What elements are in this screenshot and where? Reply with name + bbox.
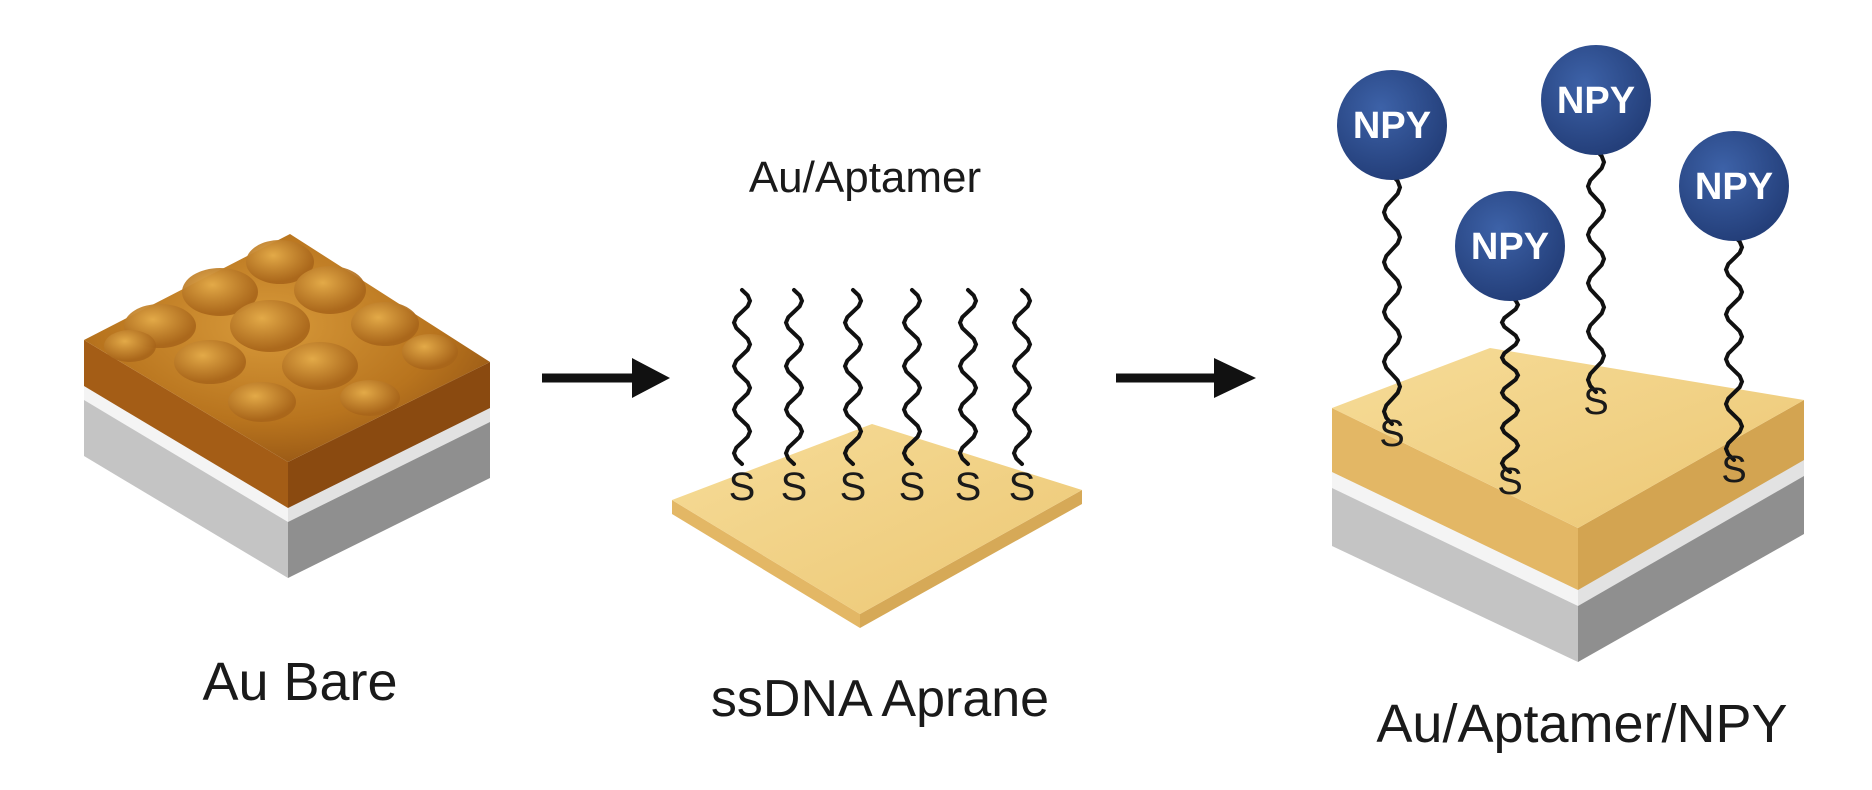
substrate-right-face-3 bbox=[1578, 474, 1804, 662]
substrate-left-face-3 bbox=[1332, 486, 1578, 662]
aptamer-electrode bbox=[672, 424, 1082, 628]
ssdna-strand bbox=[783, 288, 805, 466]
substrate-right-face bbox=[288, 420, 490, 578]
ssdna-strand bbox=[1499, 294, 1521, 474]
aptamer-npy-complexes: S NPY S NPY S NPY S NPY bbox=[1337, 45, 1789, 503]
smooth-gold-right-face bbox=[860, 490, 1082, 628]
label-au-aptamer: Au/Aptamer bbox=[749, 153, 981, 202]
npy-electrode bbox=[1332, 348, 1804, 662]
npy-molecule-label: NPY bbox=[1557, 80, 1635, 122]
interlayer-left-face bbox=[84, 384, 288, 522]
smooth-gold-top-face bbox=[672, 424, 1082, 614]
arrow-2 bbox=[1116, 358, 1256, 398]
ssdna-strand bbox=[901, 288, 923, 466]
gold-left-face-3 bbox=[1332, 408, 1578, 590]
npy-molecule-circle bbox=[1541, 45, 1651, 155]
ssdna-strand bbox=[1011, 288, 1033, 466]
label-au-bare: Au Bare bbox=[202, 652, 397, 712]
ssdna-strand bbox=[957, 288, 979, 466]
substrate-left-face bbox=[84, 398, 288, 578]
thiol-s-label: S bbox=[840, 465, 867, 509]
npy-molecule-circle bbox=[1337, 70, 1447, 180]
smooth-gold-left-face bbox=[672, 500, 860, 628]
rough-gold-left-face bbox=[84, 340, 288, 508]
label-ssdna-aprane: ssDNA Aprane bbox=[711, 670, 1049, 728]
rough-gold-right-face bbox=[288, 362, 490, 508]
thiol-s-label: S bbox=[1721, 449, 1746, 491]
au-bare-electrode bbox=[84, 234, 490, 578]
thiol-s-label: S bbox=[1497, 461, 1522, 503]
ssdna-strand bbox=[842, 288, 864, 466]
thiol-s-label: S bbox=[781, 465, 808, 509]
ssdna-strand bbox=[1585, 148, 1607, 394]
ssdna-strand bbox=[1723, 234, 1745, 462]
thiol-s-label: S bbox=[729, 465, 756, 509]
rough-gold-bumps bbox=[104, 240, 458, 422]
gold-top-face-3 bbox=[1332, 348, 1804, 528]
arrow-1 bbox=[542, 358, 670, 398]
ssdna-strand bbox=[1381, 173, 1403, 426]
thiol-s-label: S bbox=[1379, 413, 1404, 455]
thiol-s-label: S bbox=[1583, 381, 1608, 423]
label-au-aptamer-npy: Au/Aptamer/NPY bbox=[1376, 694, 1787, 754]
ssdna-strand bbox=[731, 288, 753, 466]
npy-molecule-circle bbox=[1455, 191, 1565, 301]
thiol-s-label: S bbox=[899, 465, 926, 509]
npy-molecule-label: NPY bbox=[1695, 166, 1773, 208]
thiol-s-label: S bbox=[955, 465, 982, 509]
interlayer-right-face-3 bbox=[1578, 458, 1804, 606]
npy-molecule-label: NPY bbox=[1471, 226, 1549, 268]
interlayer-left-face-3 bbox=[1332, 470, 1578, 606]
interlayer-right-face bbox=[288, 406, 490, 522]
npy-molecule-circle bbox=[1679, 131, 1789, 241]
thiol-s-label: S bbox=[1009, 465, 1036, 509]
gold-right-face-3 bbox=[1578, 400, 1804, 590]
npy-molecule-label: NPY bbox=[1353, 105, 1431, 147]
